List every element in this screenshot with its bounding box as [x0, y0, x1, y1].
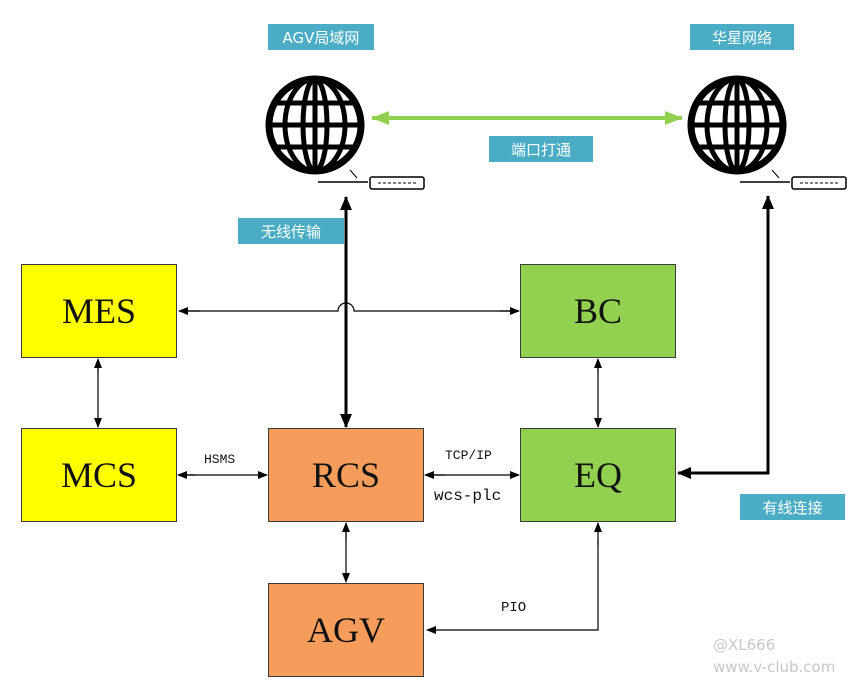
tcpip-label: TCP/IP — [445, 448, 492, 463]
wired-connector — [677, 195, 774, 479]
mes-node: MES — [21, 264, 177, 358]
wired-label: 有线连接 — [740, 494, 845, 520]
wireless-label: 无线传输 — [238, 218, 344, 244]
watermark-user: @XL666 — [713, 636, 776, 654]
bc-node: BC — [520, 264, 676, 358]
pio-label: PIO — [501, 600, 527, 616]
watermark-site: www.v-club.com — [713, 658, 836, 676]
mes-bc-connector — [178, 302, 520, 315]
huaxing-network-label: 华星网络 — [690, 24, 794, 50]
eq-agv-connector — [426, 522, 602, 634]
globe-icon — [687, 75, 787, 175]
router-icon — [740, 169, 847, 190]
port-link-label: 端口打通 — [489, 136, 593, 162]
globe-icon — [265, 75, 365, 175]
agv-node: AGV — [268, 583, 424, 677]
rcs-node: RCS — [268, 428, 424, 522]
mcs-node: MCS — [21, 428, 177, 522]
wcs-plc-label: wcs-plc — [434, 487, 502, 505]
agv-lan-label: AGV局域网 — [268, 24, 374, 50]
eq-node: EQ — [520, 428, 676, 522]
router-icon — [318, 169, 425, 190]
hsms-label: HSMS — [204, 452, 236, 467]
